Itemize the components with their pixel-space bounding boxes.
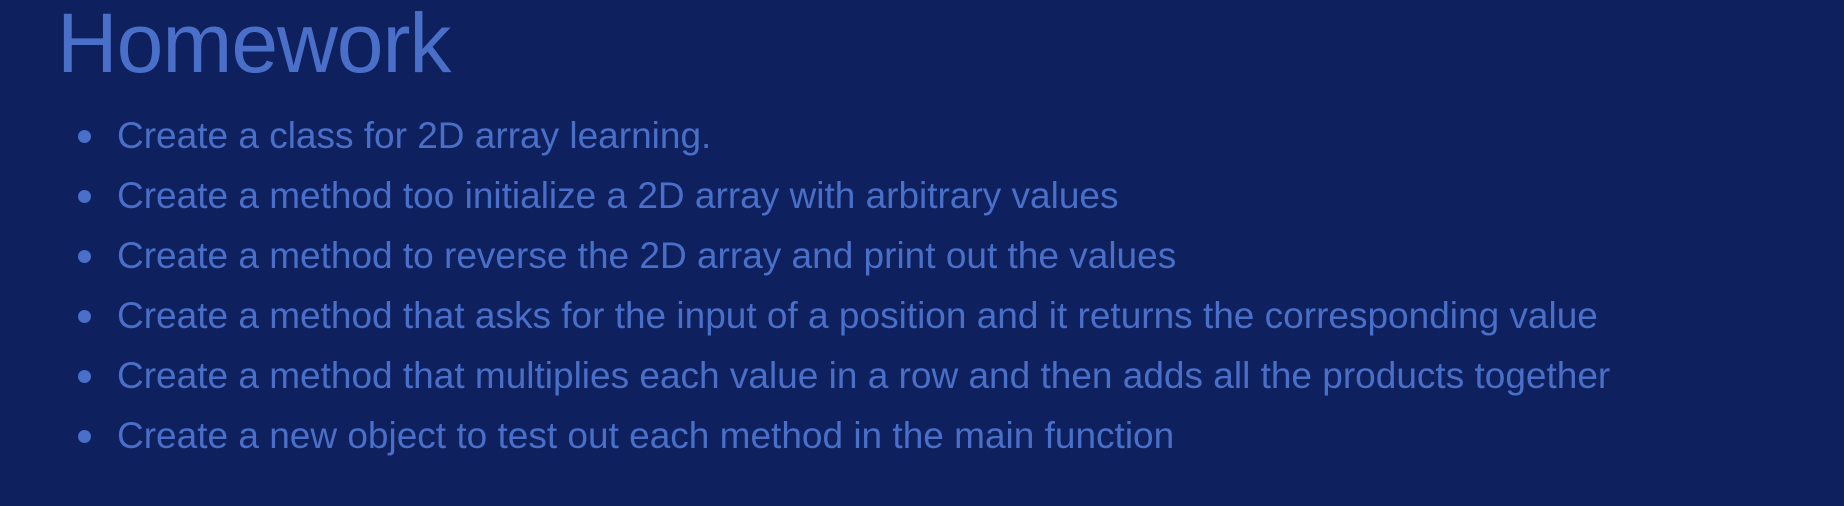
bullet-item: Create a new object to test out each met…	[0, 406, 1610, 466]
bullet-item: Create a class for 2D array learning.	[0, 106, 1610, 166]
bullet-text: Create a method to reverse the 2D array …	[117, 235, 1177, 276]
bullet-dot-icon	[78, 370, 91, 383]
bullet-dot-icon	[78, 430, 91, 443]
bullet-dot-icon	[78, 250, 91, 263]
bullet-item: Create a method that multiplies each val…	[0, 346, 1610, 406]
bullet-text: Create a method that multiplies each val…	[117, 355, 1611, 396]
bullet-text: Create a method that asks for the input …	[117, 295, 1598, 336]
bullet-item: Create a method that asks for the input …	[0, 286, 1610, 346]
bullet-item: Create a method too initialize a 2D arra…	[0, 166, 1610, 226]
bullet-text: Create a method too initialize a 2D arra…	[117, 175, 1119, 216]
bullet-list: Create a class for 2D array learning. Cr…	[0, 106, 1610, 466]
bullet-item: Create a method to reverse the 2D array …	[0, 226, 1610, 286]
bullet-dot-icon	[78, 310, 91, 323]
bullet-dot-icon	[78, 190, 91, 203]
bullet-dot-icon	[78, 130, 91, 143]
bullet-text: Create a new object to test out each met…	[117, 415, 1175, 456]
bullet-text: Create a class for 2D array learning.	[117, 115, 712, 156]
slide-title: Homework	[57, 0, 451, 90]
